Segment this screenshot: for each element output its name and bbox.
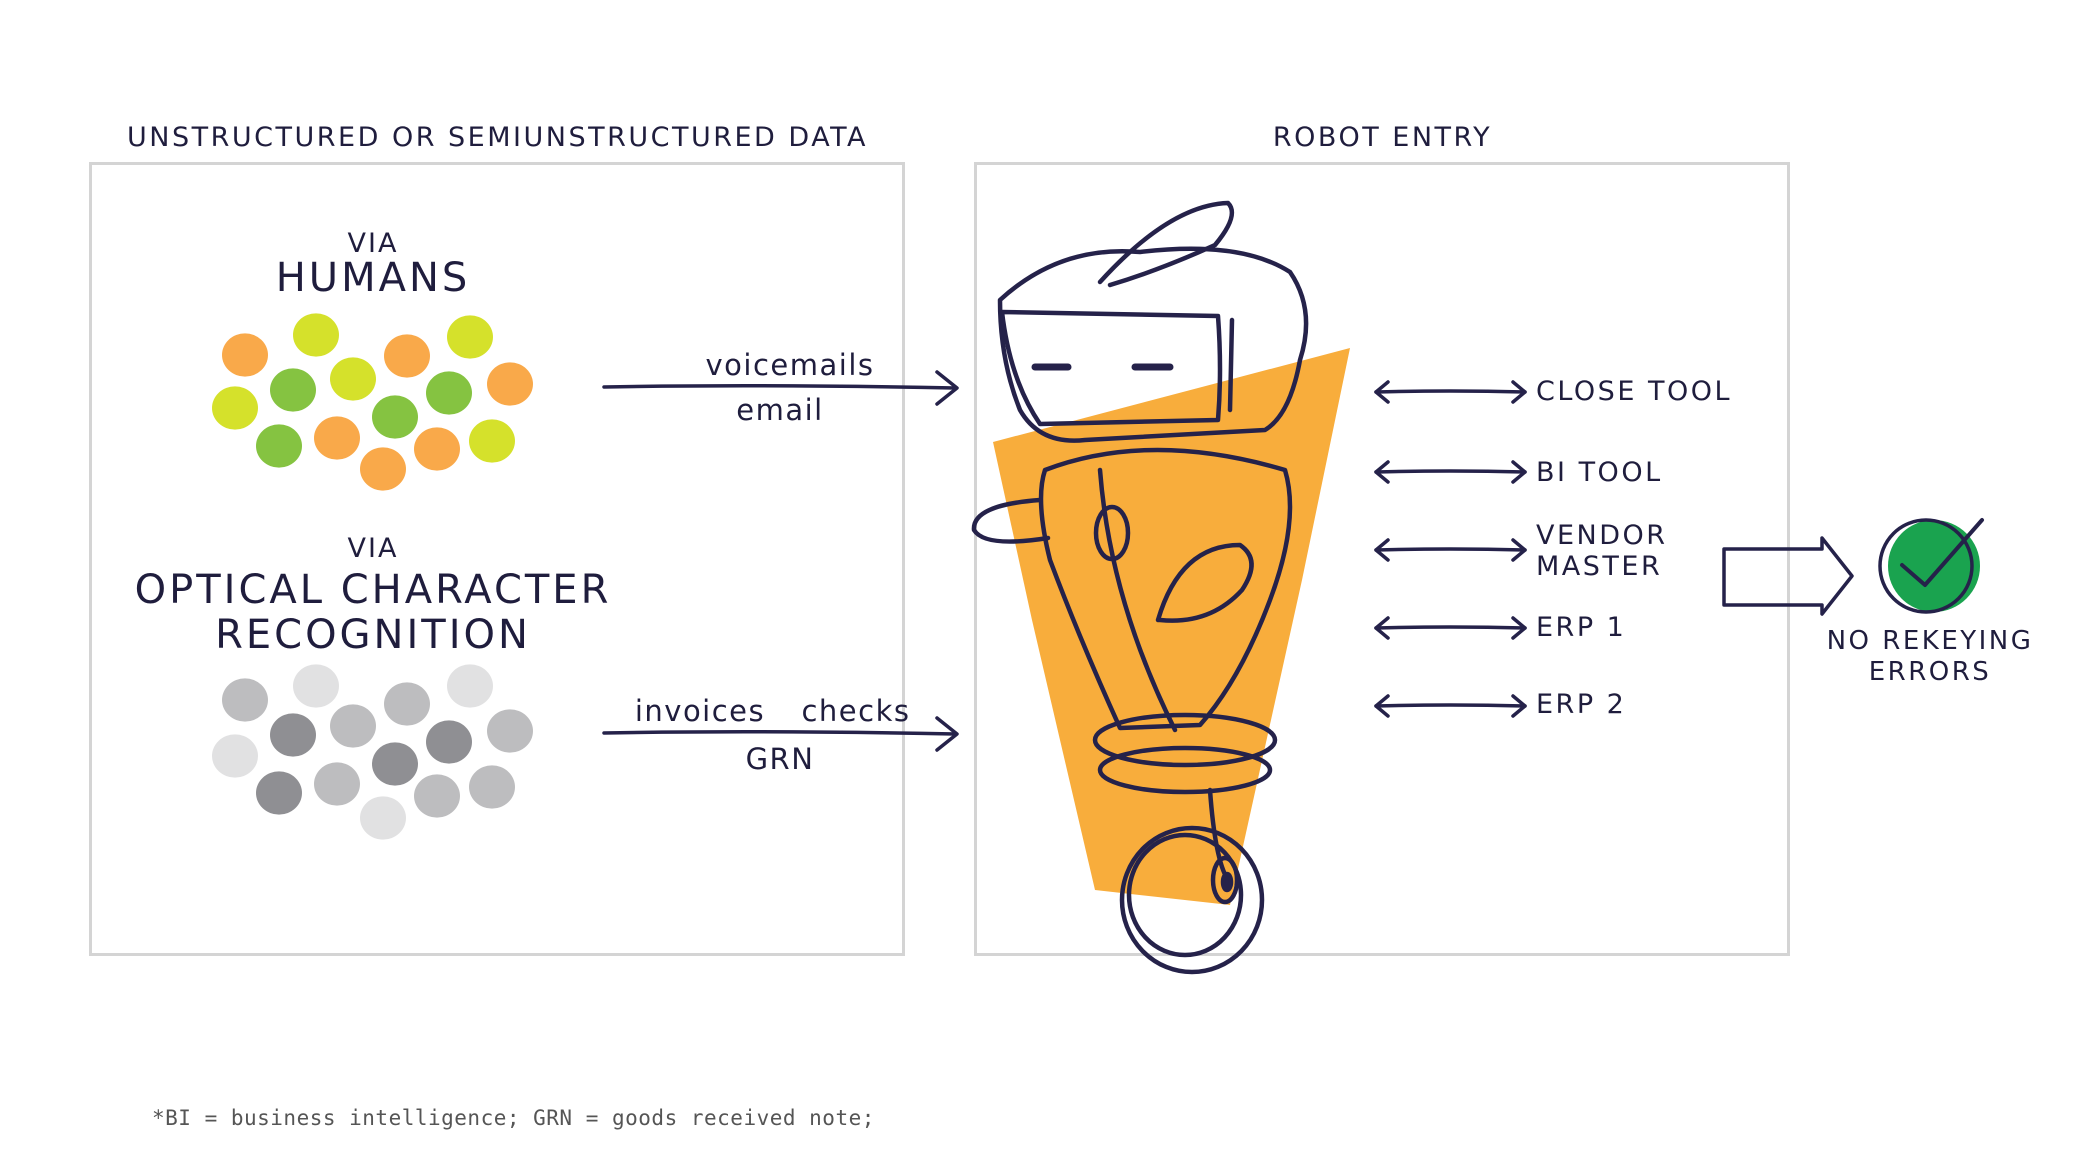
flow-top-label-voicemails: voicemails bbox=[705, 348, 875, 382]
system-label-vendor: VENDOR bbox=[1536, 520, 1668, 551]
ocr-title-line2: RECOGNITION bbox=[215, 612, 531, 658]
flow-bottom-label-grn: GRN bbox=[745, 742, 815, 776]
outcome-line1: NO REKEYING bbox=[1826, 626, 2034, 656]
right-panel-heading: ROBOT ENTRY bbox=[1272, 122, 1493, 153]
check-circle-icon bbox=[1878, 518, 1984, 614]
left-panel bbox=[89, 162, 905, 956]
flow-top-label-email: email bbox=[736, 393, 824, 427]
system-label-erp-1: ERP 1 bbox=[1536, 612, 1627, 643]
system-label-master: MASTER bbox=[1536, 551, 1663, 582]
left-panel-heading: UNSTRUCTURED OR SEMIUNSTRUCTURED DATA bbox=[127, 122, 868, 153]
flow-bottom-label-checks: checks bbox=[801, 694, 911, 728]
ocr-title-line1: OPTICAL CHARACTER bbox=[134, 567, 612, 613]
system-label-erp-2: ERP 2 bbox=[1536, 689, 1627, 720]
system-label-close-tool: CLOSE TOOL bbox=[1536, 376, 1733, 407]
humans-via-label: VIA bbox=[347, 228, 399, 259]
humans-title: HUMANS bbox=[275, 255, 471, 301]
ocr-via-label: VIA bbox=[347, 533, 399, 564]
right-panel bbox=[974, 162, 1790, 956]
flow-bottom-label-invoices: invoices bbox=[634, 694, 766, 728]
outcome-line2: ERRORS bbox=[1868, 657, 1992, 687]
footnote: *BI = business intelligence; GRN = goods… bbox=[152, 1106, 875, 1130]
system-label-bi-tool: BI TOOL bbox=[1536, 457, 1663, 488]
